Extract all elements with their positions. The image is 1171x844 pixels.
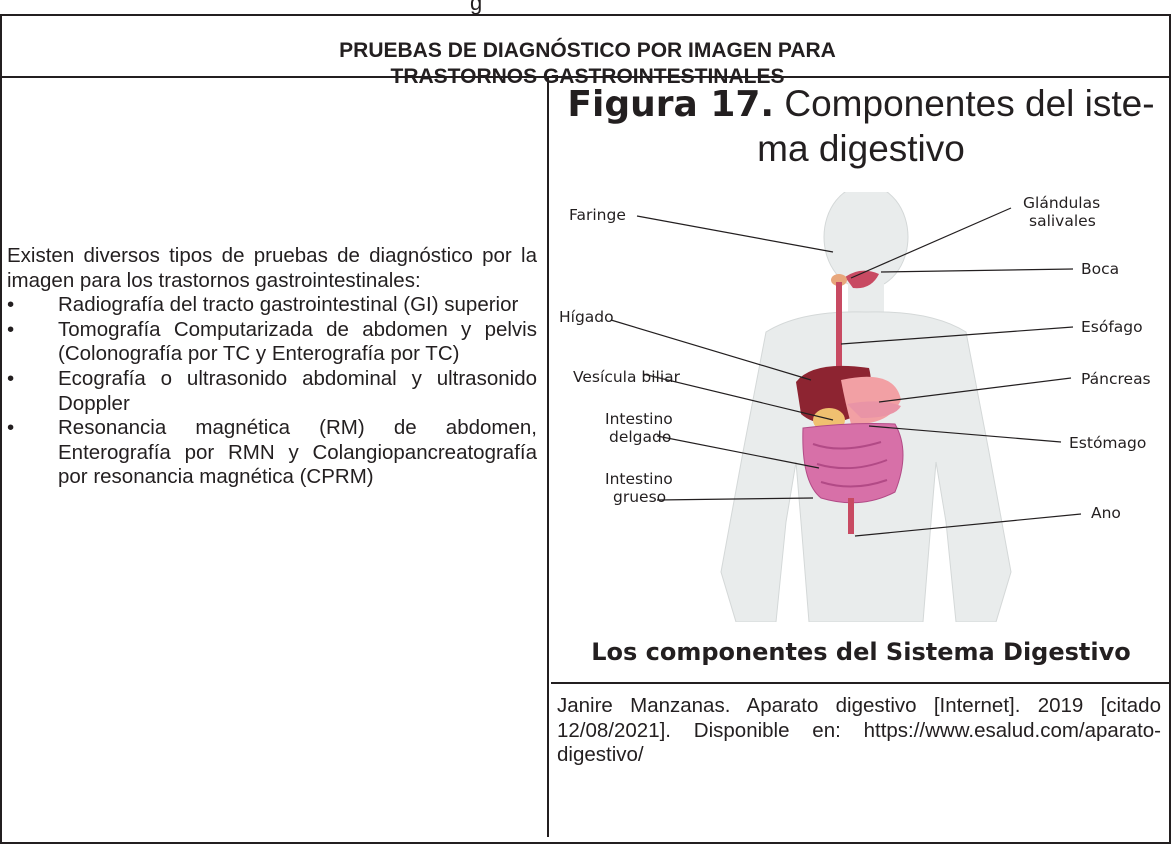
label-ano: Ano [1091, 504, 1121, 522]
label-estomago: Estómago [1069, 434, 1146, 452]
digestive-system-illustration: Faringe Glándulas salivales Boca Hígado … [559, 192, 1151, 622]
organs [796, 270, 904, 534]
label-faringe: Faringe [569, 206, 626, 224]
bullet-glyph: • [7, 416, 15, 440]
intestine-folds [812, 441, 888, 488]
label-intestino-delgado-2: delgado [609, 428, 671, 446]
label-intestino-grueso-2: grueso [613, 488, 666, 506]
illustration-caption: Los componentes del Sistema Digestivo [591, 638, 1131, 666]
label-higado: Hígado [559, 308, 614, 326]
mouth-organ [845, 270, 879, 289]
figure-title: Figura 17. Componentes del iste- ma dige… [551, 82, 1171, 171]
bullet-glyph: • [7, 317, 15, 341]
table-title: PRUEBAS DE DIAGNÓSTICO POR IMAGEN PARA T… [2, 38, 1171, 90]
label-glandulas-2: salivales [1029, 212, 1096, 230]
label-intestino-delgado-1: Intestino [605, 410, 673, 428]
list-item: • Radiografía del tracto gastrointestina… [7, 293, 537, 318]
figure-title-line-2: ma digestivo [757, 128, 965, 169]
citation-divider [551, 682, 1171, 684]
list-item: • Ecografía o ultrasonido abdominal y ul… [7, 367, 537, 416]
label-boca: Boca [1081, 260, 1119, 278]
list-item-text: Ecografía o ultrasonido abdominal y ultr… [58, 366, 537, 415]
figure-title-text-1: Componentes del iste- [774, 83, 1155, 124]
label-pancreas: Páncreas [1081, 370, 1151, 388]
label-glandulas-1: Glándulas [1023, 194, 1100, 212]
citation-text: Janire Manzanas. Aparato digestivo [Inte… [557, 694, 1161, 767]
list-item-text: Radiografía del tracto gastrointestinal … [58, 293, 519, 317]
list-item: • Tomografía Computarizada de abdomen y … [7, 318, 537, 367]
list-item-text: Tomografía Computarizada de abdomen y pe… [58, 317, 537, 366]
intro-paragraph: Existen diversos tipos de pruebas de dia… [7, 244, 537, 292]
label-vesicula: Vesícula biliar [573, 368, 681, 386]
bullet-glyph: • [7, 293, 15, 317]
intestine-organ [802, 423, 904, 504]
clipped-text-fragment: g [470, 0, 483, 15]
table-title-line-1: PRUEBAS DE DIAGNÓSTICO POR IMAGEN PARA [339, 39, 836, 62]
salivary-gland-organ [831, 274, 847, 286]
figure-number: Figura 17. [567, 84, 775, 125]
list-item-text: Resonancia magnética (RM) de abdomen, En… [58, 416, 537, 489]
table-title-line-2: TRASTORNOS GASTROINTESTINALES [390, 65, 785, 88]
bullet-list: • Radiografía del tracto gastrointestina… [7, 293, 537, 490]
bullet-glyph: • [7, 366, 15, 390]
column-divider [547, 77, 549, 837]
figure-labels: Faringe Glándulas salivales Boca Hígado … [559, 194, 1151, 522]
list-item: • Resonancia magnética (RM) de abdomen, … [7, 416, 537, 490]
pancreas-organ [847, 401, 901, 418]
leader-lines [610, 207, 1082, 537]
figure-title-line-1: Figura 17. Componentes del iste- [551, 82, 1171, 127]
label-intestino-grueso-1: Intestino [605, 470, 673, 488]
left-column: Existen diversos tipos de pruebas de dia… [7, 244, 537, 490]
label-esofago: Esófago [1081, 318, 1143, 336]
